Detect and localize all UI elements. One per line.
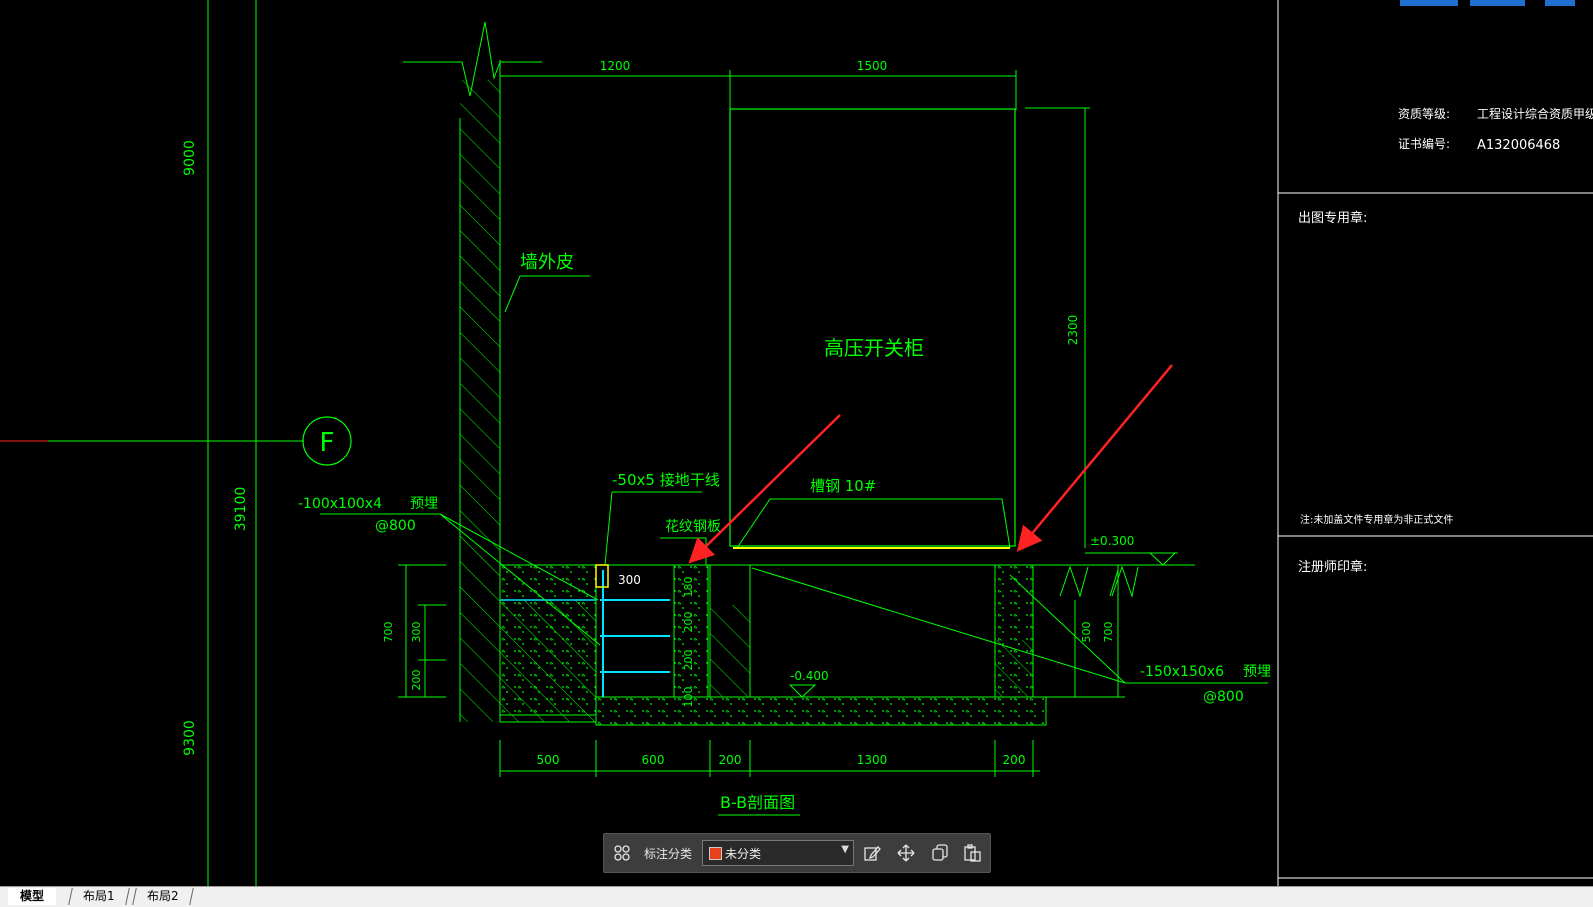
move-icon[interactable] — [894, 841, 918, 865]
grid-label: F — [320, 428, 335, 458]
dim-l300: 300 — [410, 622, 423, 643]
dim-l200: 200 — [410, 670, 423, 691]
section-title: B-B剖面图 — [720, 793, 795, 812]
dim-r700: 700 — [1102, 622, 1115, 643]
dim-t200a: 200 — [682, 612, 695, 633]
plate-label: 花纹钢板 — [665, 519, 721, 535]
embed-right-tag: 预埋 — [1243, 664, 1271, 680]
category-select[interactable]: 未分类 ▼ — [702, 840, 854, 866]
grounding-label: -50x5 接地干线 — [612, 471, 720, 489]
right-dimension-lines — [1040, 565, 1125, 698]
logo-mark — [1400, 0, 1458, 6]
paste-icon[interactable] — [960, 841, 984, 865]
embed-left-at: @800 — [375, 518, 416, 534]
category-color-swatch — [709, 847, 722, 860]
left-dimension-lines — [398, 564, 446, 698]
dim-1200: 1200 — [600, 59, 631, 73]
cert-value: A132006468 — [1477, 138, 1560, 153]
dim-b1300: 1300 — [857, 753, 888, 767]
red-arrow-left — [688, 414, 841, 564]
axis-lines — [207, 0, 304, 886]
dim-r500: 500 — [1080, 622, 1093, 643]
elev-bot: -0.400 — [790, 669, 829, 683]
copy-icon[interactable] — [928, 841, 952, 865]
embed-left-label: -100x100x4 — [298, 496, 382, 512]
edit-icon[interactable] — [860, 841, 884, 865]
grid-icon[interactable] — [610, 841, 634, 865]
top-dimension-lines — [499, 70, 1090, 548]
channel-label: 槽钢 10# — [810, 477, 876, 495]
dim-b200: 200 — [719, 753, 742, 767]
dim-2300: 2300 — [1066, 315, 1080, 346]
tab-layout2[interactable]: 布局2 — [132, 888, 194, 905]
qual-label: 资质等级: — [1398, 107, 1450, 121]
grid-bubble — [302, 416, 352, 466]
dim-l700: 700 — [382, 622, 395, 643]
elev-top: ±0.300 — [1090, 534, 1134, 548]
dim-1500: 1500 — [857, 59, 888, 73]
tab-layout1[interactable]: 布局1 — [68, 888, 130, 905]
dim-9000: 9000 — [182, 140, 198, 176]
dim-t100: 100 — [682, 687, 695, 708]
category-label: 标注分类 — [644, 847, 693, 861]
stamp-label: 出图专用章: — [1298, 210, 1367, 226]
qual-value: 工程设计综合资质甲级 — [1477, 106, 1593, 121]
wall-label: 墙外皮 — [520, 252, 574, 273]
switchgear-cabinet — [729, 108, 1016, 547]
embed-left-tag: 预埋 — [410, 496, 438, 512]
dim-t180: 180 — [682, 577, 695, 598]
cabinet-label: 高压开关柜 — [824, 336, 924, 360]
annotation-toolbar: 标注分类 未分类 ▼ — [603, 833, 991, 873]
title-note: 注:未加盖文件专用章为非正式文件 — [1300, 513, 1453, 526]
red-arrow-right — [1016, 364, 1173, 552]
dim-b200b: 200 — [1003, 753, 1026, 767]
trench-structure — [499, 564, 1047, 726]
cert-label: 证书编号: — [1398, 136, 1450, 151]
dim-t300: 300 — [618, 573, 641, 587]
layout-tab-bar: 模型 布局1 布局2 — [0, 886, 1593, 907]
category-select-value: 未分类 — [725, 847, 762, 861]
chevron-down-icon: ▼ — [841, 844, 849, 855]
tab-model[interactable]: 模型 — [8, 888, 57, 905]
embed-right-label: -150x150x6 — [1140, 664, 1224, 680]
bottom-dimension-lines — [499, 740, 1040, 777]
dim-39100: 39100 — [233, 487, 249, 532]
channel-steel-leader — [736, 498, 1011, 549]
dim-b500: 500 — [537, 753, 560, 767]
reg-stamp-label: 注册师印章: — [1298, 559, 1367, 575]
embed-right-at: @800 — [1203, 689, 1244, 705]
dim-t200b: 200 — [682, 650, 695, 671]
dim-b600: 600 — [642, 753, 665, 767]
earth-symbol — [1059, 565, 1139, 598]
title-block-frame — [1277, 0, 1593, 886]
dim-9300: 9300 — [182, 720, 198, 756]
